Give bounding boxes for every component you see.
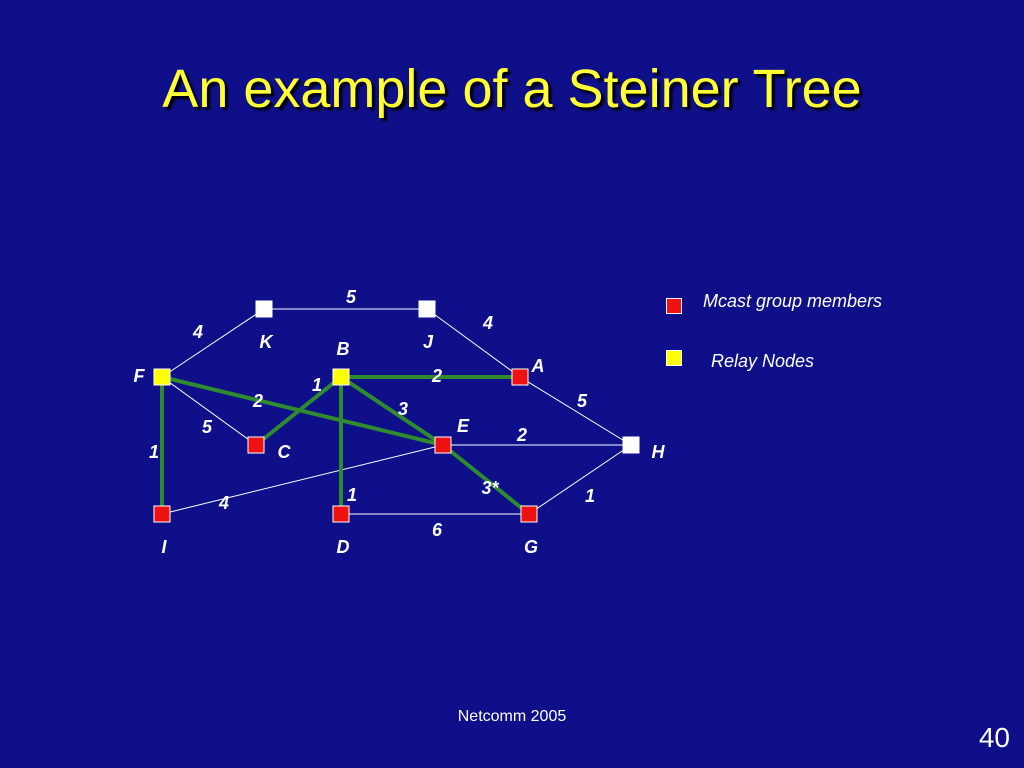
edge-weight-A-H: 5 [577, 391, 588, 411]
legend-relay-swatch [666, 350, 682, 366]
edge-weight-F-E: 2 [252, 391, 263, 411]
node-label-J: J [423, 332, 434, 352]
slide-footer: Netcomm 2005 [457, 708, 567, 725]
edge-weight-F-I: 1 [149, 442, 159, 462]
node-label-F: F [134, 366, 146, 386]
edge-weight-B-E: 3 [398, 399, 408, 419]
edge-weight-G-H: 1 [585, 486, 595, 506]
node-label-E: E [457, 416, 470, 436]
edge-weight-K-J: 5 [346, 287, 357, 307]
node-label-A: A [531, 356, 545, 376]
edge-weight-D-G: 6 [432, 520, 443, 540]
node-label-B: B [337, 339, 350, 359]
node-C [247, 436, 265, 454]
node-label-G: G [524, 537, 538, 557]
node-K [255, 300, 273, 318]
node-label-D: D [337, 537, 350, 557]
legend-member-swatch [666, 298, 682, 314]
slide-title: An example of a Steiner Tree [162, 59, 862, 119]
node-label-C: C [278, 442, 292, 462]
edge-F-E-tree [160, 375, 445, 447]
node-J [418, 300, 436, 318]
edge-E-G-tree [441, 443, 531, 516]
legend-member-label: Mcast group members [703, 291, 883, 311]
edge-F-C [161, 376, 257, 446]
edge-weight-J-A: 4 [482, 313, 493, 333]
edge-weight-F-C: 5 [202, 417, 213, 437]
edge-weight-E-G: 3* [481, 478, 499, 498]
edge-A-H [519, 376, 632, 446]
node-F [153, 368, 171, 386]
legend-relay-label: Relay Nodes [711, 351, 815, 371]
node-label-I: I [161, 537, 167, 557]
node-H [622, 436, 640, 454]
node-E [434, 436, 452, 454]
edge-weight-B-D: 1 [347, 485, 357, 505]
edge-weight-F-K: 4 [192, 322, 203, 342]
node-B [332, 368, 350, 386]
node-A [511, 368, 529, 386]
node-label-H: H [652, 442, 666, 462]
edge-I-E [161, 444, 444, 515]
edge-weight-B-C: 1 [312, 375, 322, 395]
node-G [520, 505, 538, 523]
page-number: 40 [978, 722, 1010, 753]
node-label-K: K [260, 332, 275, 352]
edge-weight-B-A: 2 [431, 366, 442, 386]
edge-J-A [426, 308, 521, 378]
edge-weight-I-E: 4 [218, 493, 229, 513]
edge-G-H [528, 444, 632, 515]
edge-weight-E-H: 2 [516, 425, 527, 445]
edge-B-C-tree [254, 375, 343, 447]
edge-B-E-tree [339, 375, 445, 447]
node-D [332, 505, 350, 523]
edge-F-K [161, 308, 265, 378]
node-I [153, 505, 171, 523]
